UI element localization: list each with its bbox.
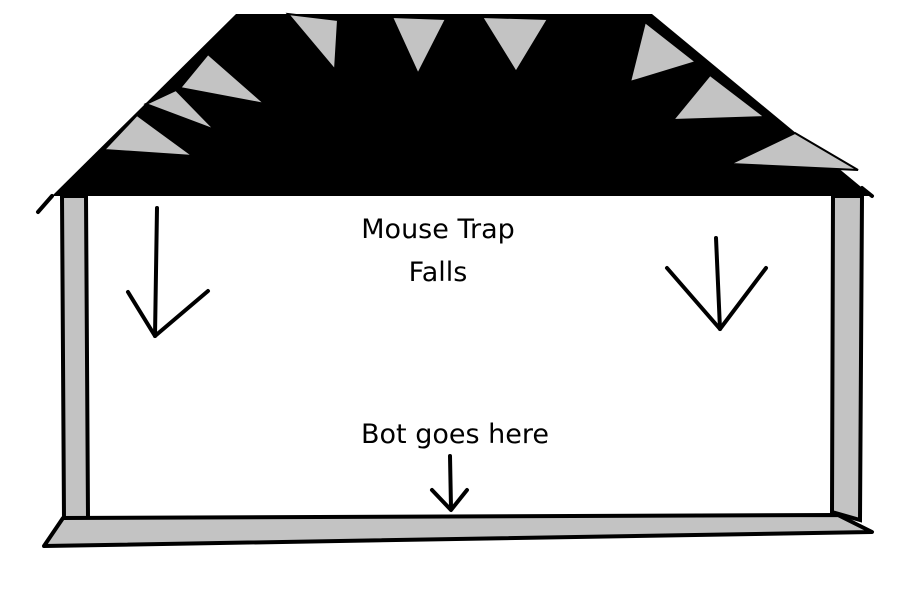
spike (729, 131, 859, 171)
spikes (101, 12, 859, 171)
left-down-arrow (126, 206, 210, 338)
spike (101, 113, 197, 158)
right-wall (829, 194, 865, 523)
spike (285, 12, 340, 73)
walls (59, 194, 865, 523)
spike (390, 15, 448, 77)
spike (670, 73, 768, 122)
title-line-1: Mouse Trap (361, 214, 515, 245)
spike (143, 88, 216, 131)
spike (178, 52, 269, 106)
bot-label: Bot goes here (361, 419, 549, 450)
left-wall (59, 194, 91, 523)
floor (42, 513, 874, 548)
spike (480, 15, 550, 74)
right-down-arrow (665, 236, 768, 331)
spike (628, 20, 699, 84)
arrows (126, 206, 768, 512)
bot-down-arrow (430, 454, 469, 512)
title-line-2: Falls (408, 257, 468, 288)
